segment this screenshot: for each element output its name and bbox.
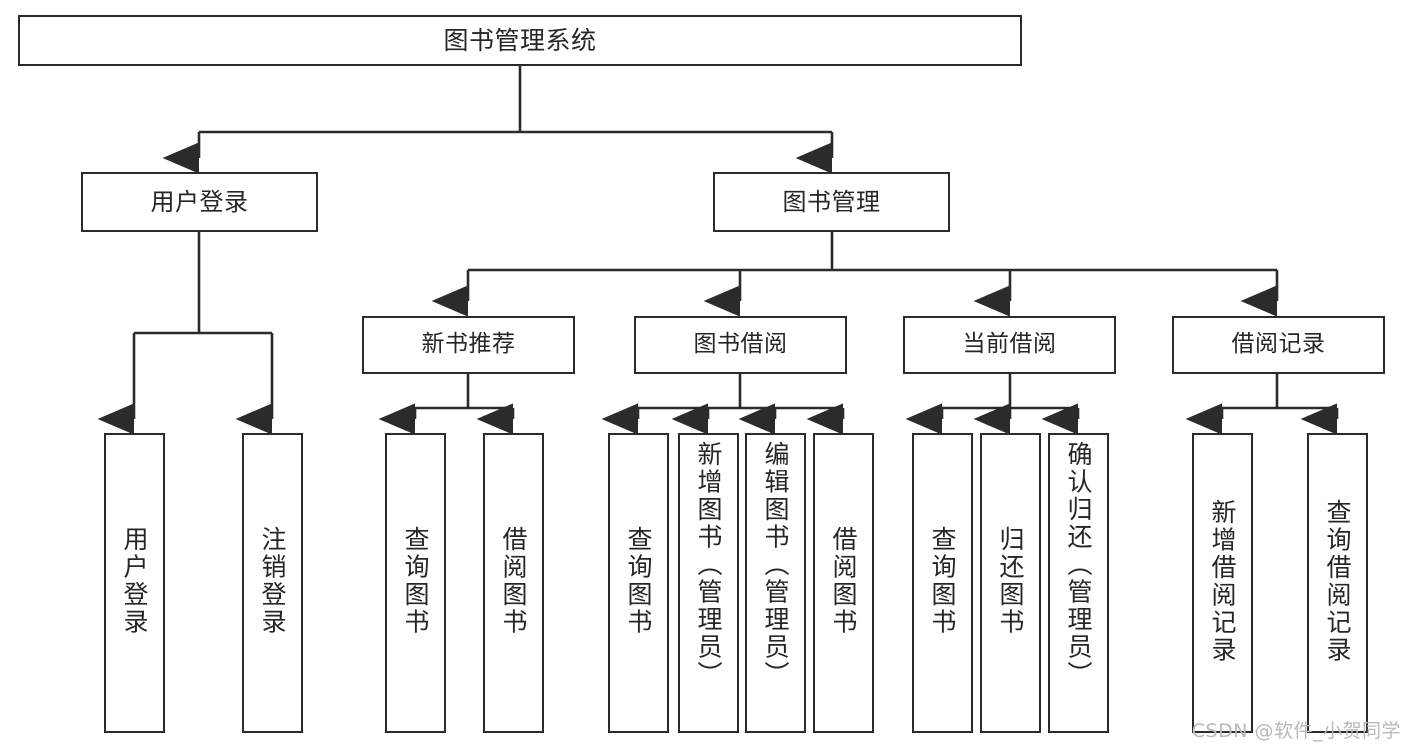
node-label: 查询图书 — [624, 526, 653, 636]
node-label: 查询图书 — [401, 526, 430, 636]
node-label: 归还图书 — [996, 526, 1025, 636]
node-label: 当前借阅 — [962, 331, 1057, 358]
node-label: 借阅图书 — [499, 526, 528, 636]
node-label: 新增图书（管理员） — [694, 441, 723, 689]
node-label: 用户登录 — [150, 187, 249, 216]
leaf-borrow-edit-book-admin[interactable]: 编辑图书（管理员） — [745, 433, 806, 733]
node-label: 图书借阅 — [693, 331, 788, 358]
node-label: 确认归还（管理员） — [1064, 441, 1093, 689]
node-label: 新书推荐 — [421, 331, 516, 358]
node-label: 查询借阅记录 — [1323, 499, 1352, 664]
leaf-recommend-query-book[interactable]: 查询图书 — [385, 433, 446, 733]
leaf-current-query-book[interactable]: 查询图书 — [912, 433, 973, 733]
leaf-record-query-record[interactable]: 查询借阅记录 — [1307, 433, 1368, 733]
leaf-user-login-login[interactable]: 用户登录 — [104, 433, 165, 733]
node-label: 新增借阅记录 — [1208, 499, 1237, 664]
node-label: 借阅图书 — [829, 526, 858, 636]
node-label: 用户登录 — [120, 526, 149, 636]
leaf-borrow-borrow-book[interactable]: 借阅图书 — [813, 433, 874, 733]
leaf-record-add-record[interactable]: 新增借阅记录 — [1192, 433, 1253, 733]
leaf-user-login-logout[interactable]: 注销登录 — [242, 433, 303, 733]
node-label: 图书管理系统 — [443, 25, 597, 55]
node-new-book-recommend[interactable]: 新书推荐 — [362, 316, 575, 374]
leaf-recommend-borrow-book[interactable]: 借阅图书 — [483, 433, 544, 733]
node-label: 注销登录 — [258, 526, 287, 636]
node-current-borrow[interactable]: 当前借阅 — [903, 316, 1116, 374]
node-label: 图书管理 — [782, 187, 881, 216]
leaf-borrow-query-book[interactable]: 查询图书 — [608, 433, 669, 733]
node-borrow-record[interactable]: 借阅记录 — [1172, 316, 1385, 374]
node-label: 查询图书 — [928, 526, 957, 636]
node-book-borrow[interactable]: 图书借阅 — [634, 316, 847, 374]
leaf-current-return-book[interactable]: 归还图书 — [980, 433, 1041, 733]
node-user-login[interactable]: 用户登录 — [81, 172, 318, 232]
leaf-current-confirm-return-admin[interactable]: 确认归还（管理员） — [1048, 433, 1109, 733]
node-root-system[interactable]: 图书管理系统 — [18, 15, 1022, 66]
node-label: 编辑图书（管理员） — [761, 441, 790, 689]
node-book-management[interactable]: 图书管理 — [713, 172, 950, 232]
leaf-borrow-add-book-admin[interactable]: 新增图书（管理员） — [678, 433, 739, 733]
node-label: 借阅记录 — [1231, 331, 1326, 358]
